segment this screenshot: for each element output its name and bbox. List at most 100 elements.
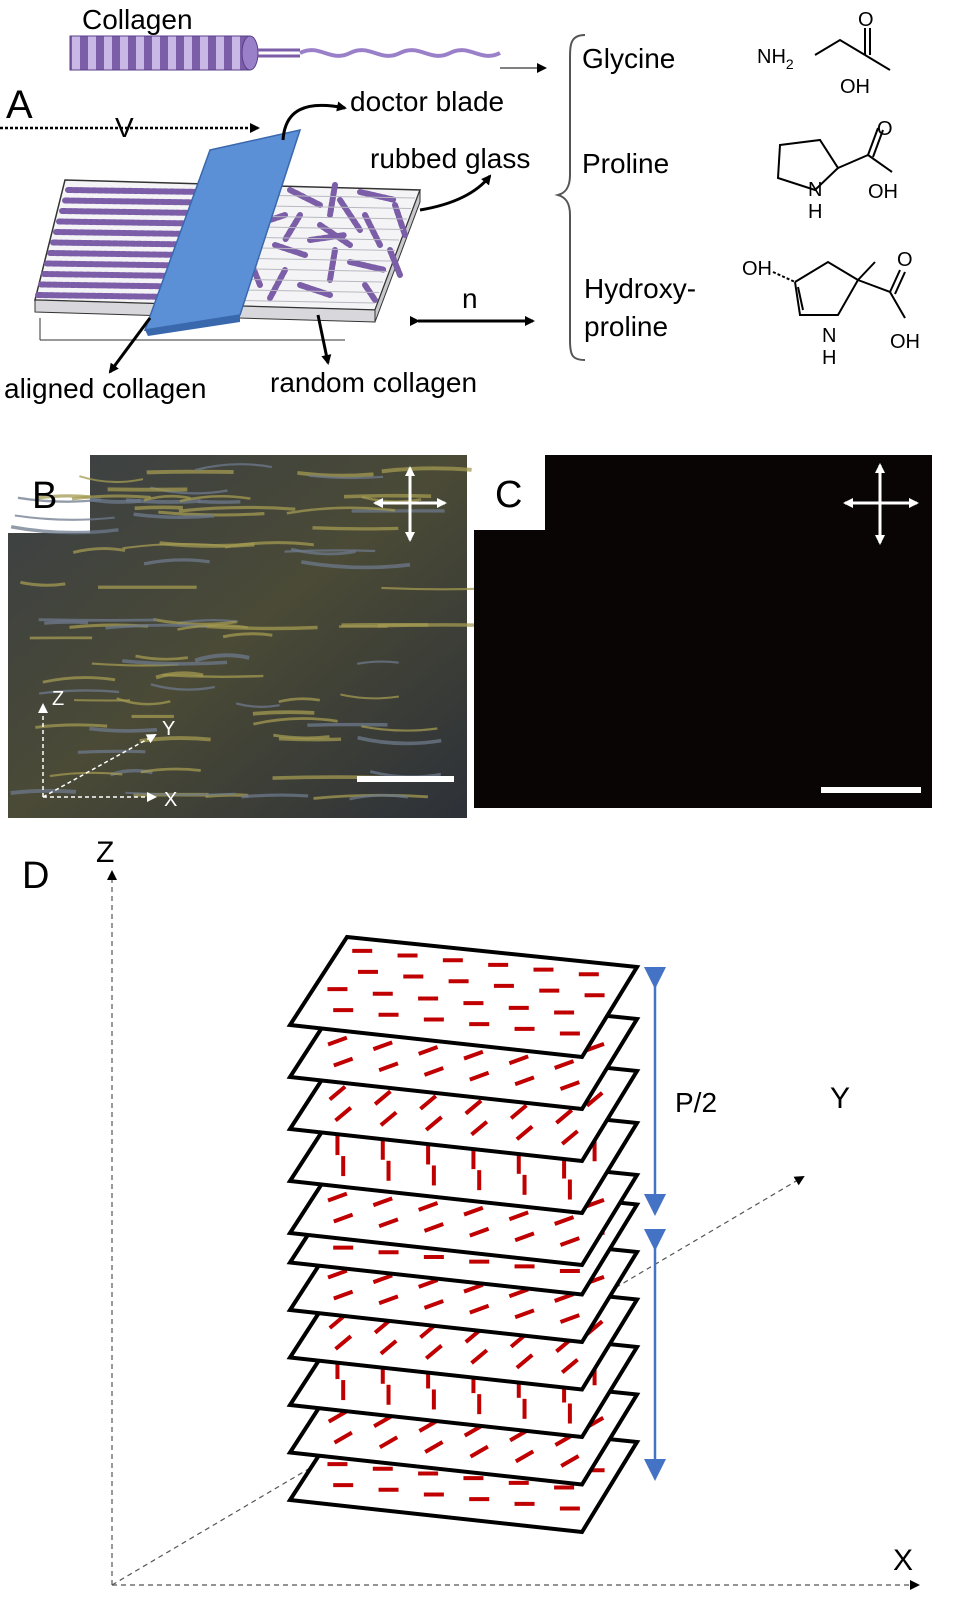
layer-rod <box>559 1313 580 1324</box>
b-fiber-streak <box>122 659 228 666</box>
b-axis-y: Y <box>162 718 175 740</box>
layer-rod <box>424 1440 444 1454</box>
layer-rod <box>424 1115 443 1132</box>
layer-rod <box>469 1226 490 1238</box>
random-arrow <box>316 314 332 365</box>
panel-b-micrograph: B Z Y X <box>8 455 489 818</box>
rubbed-glass-label: rubbed glass <box>370 143 530 174</box>
hydroxyproline-label-line1: Hydroxy- <box>584 273 696 304</box>
layer-rod <box>463 1049 484 1061</box>
layer-rod <box>328 1085 347 1102</box>
d-axis-x: X <box>893 1544 913 1577</box>
b-fiber-streak <box>89 726 158 733</box>
aligned-rod <box>41 271 184 279</box>
hydroxyproline-structure <box>772 260 906 319</box>
b-axes <box>38 703 157 802</box>
layer-rod <box>509 1103 528 1120</box>
b-fiber-streak <box>44 620 89 625</box>
layer-rod <box>559 1080 580 1091</box>
b-fiber-streak <box>224 541 314 549</box>
panel-d-letter: D <box>22 855 49 897</box>
random-collagen-rods <box>214 182 416 304</box>
b-fiber-streak <box>134 505 183 511</box>
random-rod <box>327 247 338 283</box>
b-fiber-streak <box>72 547 126 554</box>
random-rod <box>272 242 308 258</box>
glycine-oh: OH <box>840 76 870 98</box>
layer-rod <box>470 1120 489 1137</box>
b-fiber-streak <box>357 735 442 746</box>
b-fiber-streak <box>307 722 388 727</box>
b-fiber-streak <box>135 654 189 661</box>
aligned-rod <box>44 260 187 269</box>
layer-rod <box>469 1444 489 1459</box>
layer-rod <box>463 1282 484 1294</box>
layer-rod <box>423 1066 444 1077</box>
b-fiber-streak <box>77 749 146 754</box>
random-rod <box>347 259 388 273</box>
b-fiber-texture <box>10 463 489 801</box>
layer-rod <box>470 1348 489 1365</box>
b-fiber-streak <box>308 474 384 480</box>
d-axis-z: Z <box>96 836 114 869</box>
layer-rod <box>372 1196 393 1208</box>
b-fiber-streak <box>284 549 376 553</box>
b-fiber-streak <box>222 632 273 639</box>
layer-rod <box>327 1191 348 1203</box>
panel-a: A Collagen V doctor blade <box>0 4 920 404</box>
glycine-nh2: NH2 <box>757 46 794 72</box>
layer-rod <box>372 1040 393 1052</box>
b-fiber-streak <box>197 499 241 504</box>
random-rod <box>327 182 338 218</box>
b-fiber-streak <box>361 725 438 732</box>
random-rod <box>387 247 403 278</box>
velocity-label: V <box>115 112 134 143</box>
b-fiber-streak <box>38 689 120 695</box>
b-fiber-streak <box>20 580 66 587</box>
layer-rod <box>333 1212 354 1224</box>
b-fiber-streak <box>38 618 157 622</box>
b-fiber-streak <box>143 494 191 502</box>
rubbed-glass-arrow <box>419 174 492 212</box>
layer-rod <box>418 1201 439 1212</box>
layer-rod <box>554 1215 575 1226</box>
aligned-rod <box>65 187 208 195</box>
random-rod <box>297 282 333 298</box>
random-rod <box>307 232 348 243</box>
aligned-rod <box>35 292 178 300</box>
b-fiber-streak <box>140 767 201 774</box>
aligned-rod <box>53 229 196 237</box>
b-fiber-streak <box>71 494 151 501</box>
b-fiber-streak <box>312 526 399 531</box>
layer-rod <box>333 1056 354 1068</box>
c-polarizer-cross-icon <box>843 463 919 545</box>
b-axis-z: Z <box>52 688 64 710</box>
aligned-rod <box>50 239 193 248</box>
layer-rod <box>327 1268 348 1280</box>
collagen-fiber-graphic <box>69 35 547 73</box>
glycine-structure <box>814 28 891 71</box>
aligned-collagen-rods <box>35 187 208 300</box>
layer-rod <box>379 1110 398 1127</box>
b-fiber-streak <box>194 463 273 472</box>
b-fiber-streak <box>301 560 411 570</box>
hydroxyproline-oh: OH <box>890 331 920 353</box>
b-fiber-streak <box>235 702 280 708</box>
b-fiber-streak <box>153 618 237 626</box>
layer-rod <box>423 1299 444 1310</box>
layer-rod <box>515 1353 534 1370</box>
b-fiber-streak <box>286 506 396 515</box>
layer-rod <box>469 1303 490 1315</box>
layer-rod <box>508 1210 529 1222</box>
b-fiber-streak <box>150 683 215 691</box>
b-fiber-streak <box>79 475 144 484</box>
layer-rod <box>378 1435 399 1450</box>
layer-plane <box>286 934 641 1060</box>
layer-rod <box>378 1294 399 1306</box>
proline-oh: OH <box>868 181 898 203</box>
layer-rod <box>464 1099 483 1116</box>
proline-n: N <box>808 179 822 201</box>
b-scale-bar <box>357 776 454 782</box>
d-layer-stack <box>286 934 641 1535</box>
